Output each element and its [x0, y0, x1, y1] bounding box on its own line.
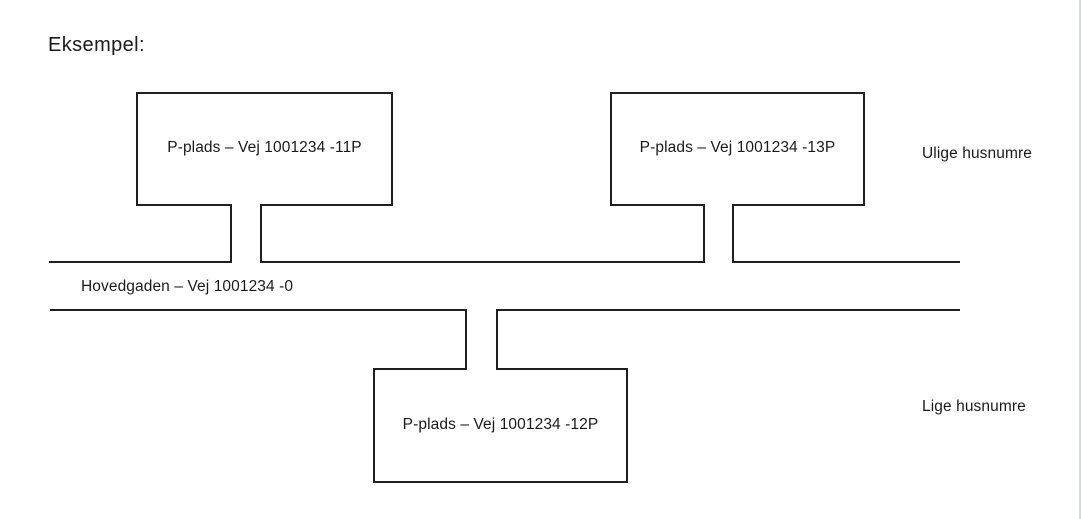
even-numbers-label: Lige husnumre — [922, 398, 1026, 415]
odd-numbers-label: Ulige husnumre — [922, 145, 1032, 162]
box-12p-top-left-line — [373, 368, 467, 370]
box-11p-driveway-right-line — [260, 204, 262, 263]
box-11p-bottom-left-line — [136, 204, 232, 206]
road-upper-line-segment-2 — [262, 261, 703, 263]
box-12p-right-line — [626, 368, 628, 483]
parking-box-13p-label: P-plads – Vej 1001234 -13P — [639, 139, 836, 156]
box-11p-left-line — [136, 92, 138, 206]
road-name-label: Hovedgaden – Vej 1001234 -0 — [81, 278, 294, 295]
box-13p-right-line — [863, 92, 865, 206]
box-13p-driveway-right-line — [732, 204, 734, 263]
box-13p-top-line — [610, 92, 865, 94]
box-13p-left-line — [610, 92, 612, 206]
road-upper-line-segment-1 — [49, 261, 232, 263]
box-13p-bottom-right-line — [732, 204, 865, 206]
road-upper-line-segment-3 — [734, 261, 960, 263]
box-13p-bottom-left-line — [610, 204, 705, 206]
box-12p-top-right-line — [496, 368, 628, 370]
box-13p-driveway-left-line — [703, 204, 705, 263]
page-edge-line — [1079, 0, 1081, 519]
box-11p-bottom-right-line — [260, 204, 393, 206]
box-12p-driveway-right-line — [496, 309, 498, 370]
box-12p-bottom-line — [373, 481, 628, 483]
box-11p-top-line — [136, 92, 393, 94]
box-12p-driveway-left-line — [465, 309, 467, 370]
road-lower-line-segment-1 — [50, 309, 465, 311]
box-11p-driveway-left-line — [230, 204, 232, 263]
box-11p-right-line — [391, 92, 393, 206]
page-title: Eksempel: — [48, 34, 145, 56]
parking-box-11p-label: P-plads – Vej 1001234 -11P — [167, 139, 362, 156]
parking-box-12p-label: P-plads – Vej 1001234 -12P — [402, 415, 599, 433]
road-lower-line-segment-2 — [498, 309, 960, 311]
box-12p-left-line — [373, 368, 375, 483]
